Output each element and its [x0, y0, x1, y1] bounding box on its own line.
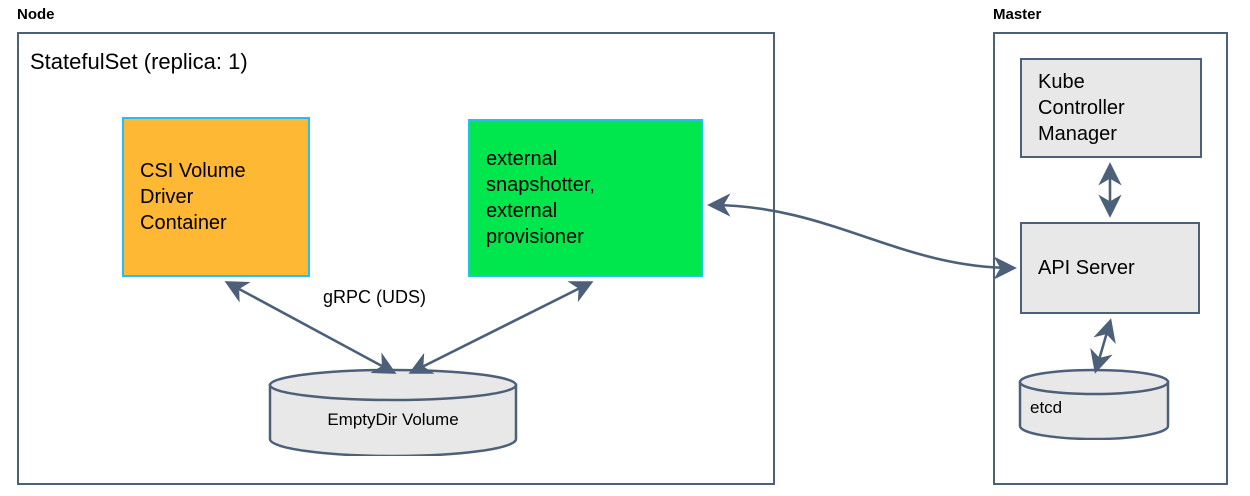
- etcd-label: etcd: [1030, 398, 1063, 417]
- master-group-label: Master: [993, 6, 1042, 23]
- csi-volume-driver-container[interactable]: CSI Volume Driver Container: [122, 117, 310, 277]
- node-group-label: Node: [17, 6, 55, 23]
- emptydir-volume-label: EmptyDir Volume: [327, 410, 459, 429]
- emptydir-volume-shape: [268, 368, 518, 458]
- emptydir-volume[interactable]: [268, 368, 518, 458]
- statefulset-title: StatefulSet (replica: 1): [30, 49, 248, 74]
- external-sidecars-container[interactable]: external snapshotter, external provision…: [468, 119, 703, 277]
- kube-controller-manager[interactable]: Kube Controller Manager: [1020, 58, 1202, 158]
- grpc-uds-edge-label: gRPC (UDS): [323, 287, 427, 307]
- api-server[interactable]: API Server: [1020, 222, 1200, 314]
